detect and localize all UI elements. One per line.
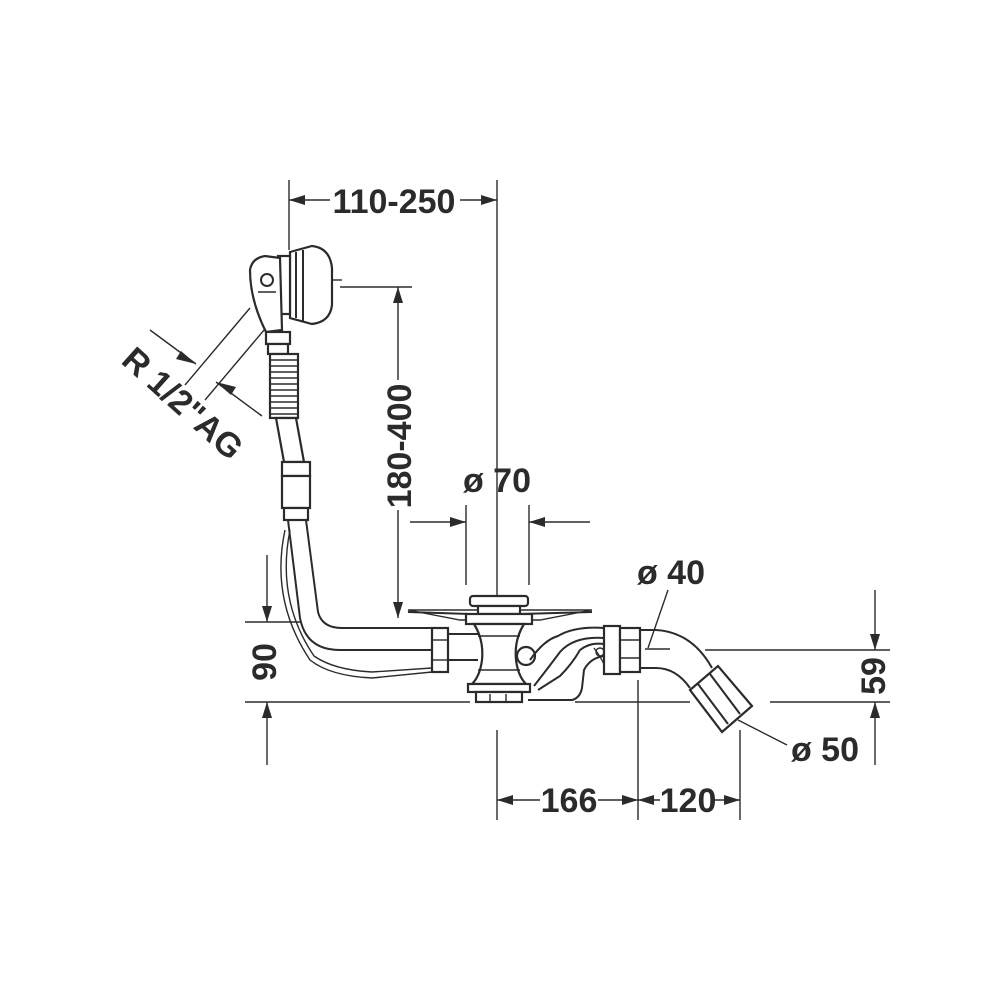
drain-diameter-label: ø 70 [463,462,531,500]
dimension-labels: 110-250 180-400 R 1/2"AG ø 70 ø 40 ø 50 … [115,183,893,820]
outlet-sleeve [688,664,754,734]
dimension-lines [149,195,880,805]
overflow-head [248,244,342,334]
waste-overflow-assembly [248,244,754,734]
overflow-connector [264,330,292,356]
overflow-pipe [274,416,433,679]
trap-pipe [528,626,605,701]
pipe-diameter-label: ø 40 [637,554,705,592]
outlet-diameter-label: ø 50 [791,731,859,769]
union-nut [430,626,478,674]
overflow-height-label: 180-400 [381,384,419,509]
drain-body [464,594,537,704]
total-height-label: 90 [246,643,284,681]
drain-to-trap-label: 166 [541,782,598,820]
flexible-hose [268,352,300,420]
outlet-height-label: 59 [855,657,893,695]
trap-to-outlet-label: 120 [660,782,717,820]
outlet-connector [602,624,713,689]
extension-lines [245,180,890,820]
overflow-offset-label: 110-250 [333,183,456,221]
